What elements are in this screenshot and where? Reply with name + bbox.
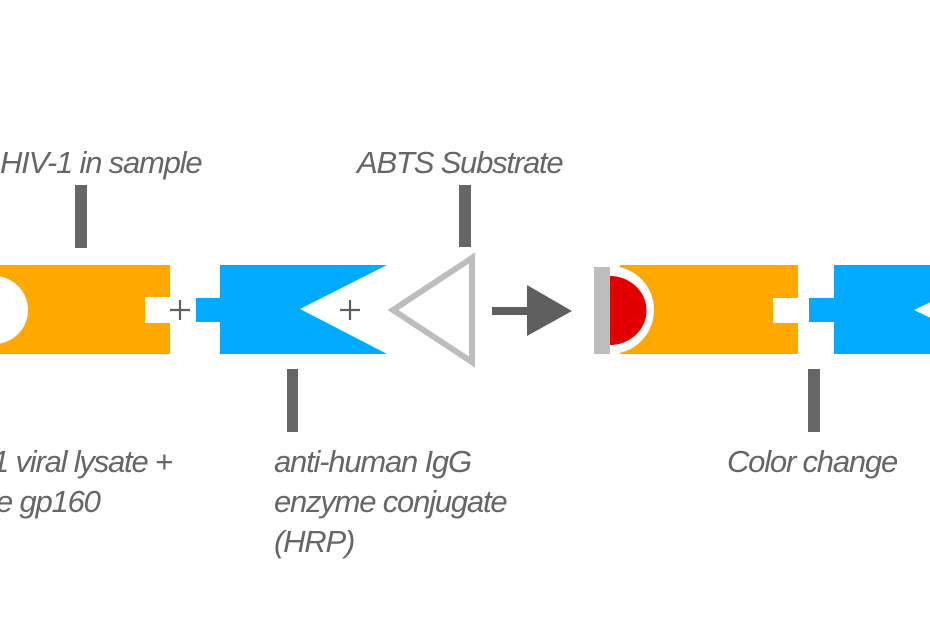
label-conjugate-line1: anti-human IgG [274,444,472,479]
label-abts-substrate: ABTS Substrate [357,145,564,180]
connector-bar-abts [459,185,471,247]
conjugate-block-right [809,265,930,354]
label-conjugate-line3: (HRP) [274,524,355,559]
antigen-block-left [0,265,170,354]
label-conjugate-line2: enzyme conjugate [274,484,508,519]
antigen-block-right [620,265,798,354]
product-complex [594,265,798,354]
plus-icon [170,300,190,320]
antigen-block-shape [0,265,170,354]
connector-bar-conjugate [287,369,298,432]
label-viral-lysate-line2: e gp160 [0,484,101,519]
label-viral-lysate-line1: 1 viral lysate + [0,444,173,479]
connector-bar-color-change [808,369,820,432]
arrow-right-icon [492,285,572,336]
plate-bar [594,267,610,354]
plus-icon [340,300,360,320]
connector-bar-hiv-sample [75,185,87,248]
conjugate-block [196,265,387,354]
substrate-triangle-icon [387,252,475,368]
label-hiv-sample: HIV-1 in sample [0,145,203,180]
label-color-change: Color change [727,444,898,479]
color-product-icon [610,276,647,345]
antigen-cutout [0,276,28,344]
